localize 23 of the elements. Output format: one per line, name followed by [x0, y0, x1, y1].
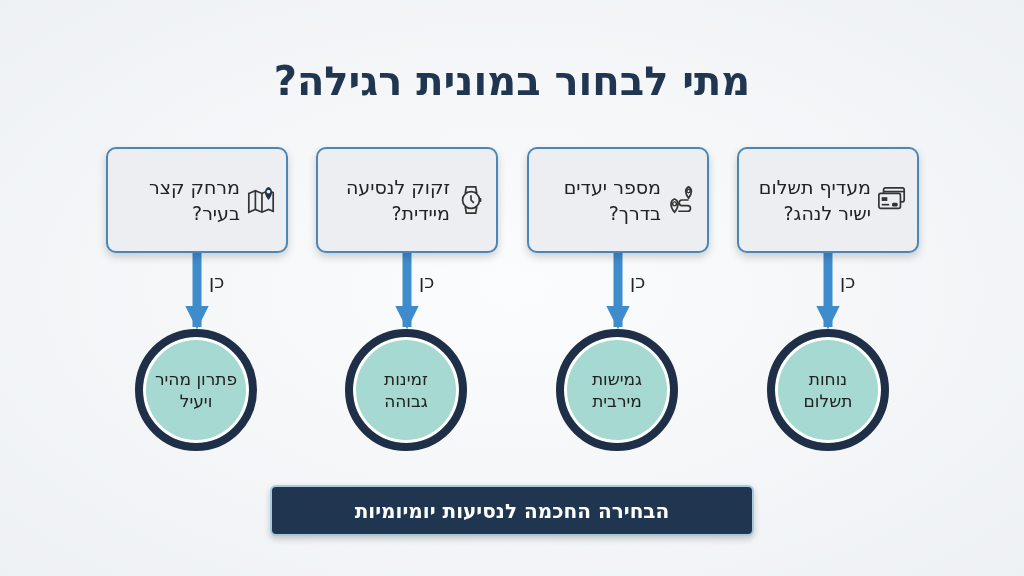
- banner-text: הבחירה החכמה לנסיעות יומיומיות: [354, 498, 670, 523]
- result-text: פתרון מהיר ויעיל: [153, 368, 239, 412]
- question-text: מעדיף תשלום ישיר לנהג?: [757, 175, 871, 226]
- arrow: [816, 253, 840, 330]
- edge-label: כן: [840, 270, 856, 292]
- arrow: [395, 253, 419, 330]
- arrow: [606, 253, 630, 330]
- edge-label: כן: [209, 270, 225, 292]
- result-text: גמישות מירבית: [590, 368, 644, 412]
- question-text: זקוק לנסיעה מיידית?: [344, 175, 450, 226]
- question-box: [737, 147, 919, 253]
- result-text: נוחות תשלום: [802, 368, 854, 412]
- arrow: [185, 253, 209, 330]
- question-box: [316, 147, 498, 253]
- edge-label: כן: [419, 270, 435, 292]
- banner: [270, 485, 754, 536]
- question-text: מרחק קצר בעיר?: [147, 175, 240, 226]
- question-box: [106, 147, 288, 253]
- title: מתי לבחור במונית רגילה?: [272, 58, 752, 104]
- question-box: [527, 147, 709, 253]
- question-text: מספר יעדים בדרך?: [562, 175, 661, 226]
- result-text: זמינות גבוהה: [383, 368, 429, 412]
- edge-label: כן: [630, 270, 646, 292]
